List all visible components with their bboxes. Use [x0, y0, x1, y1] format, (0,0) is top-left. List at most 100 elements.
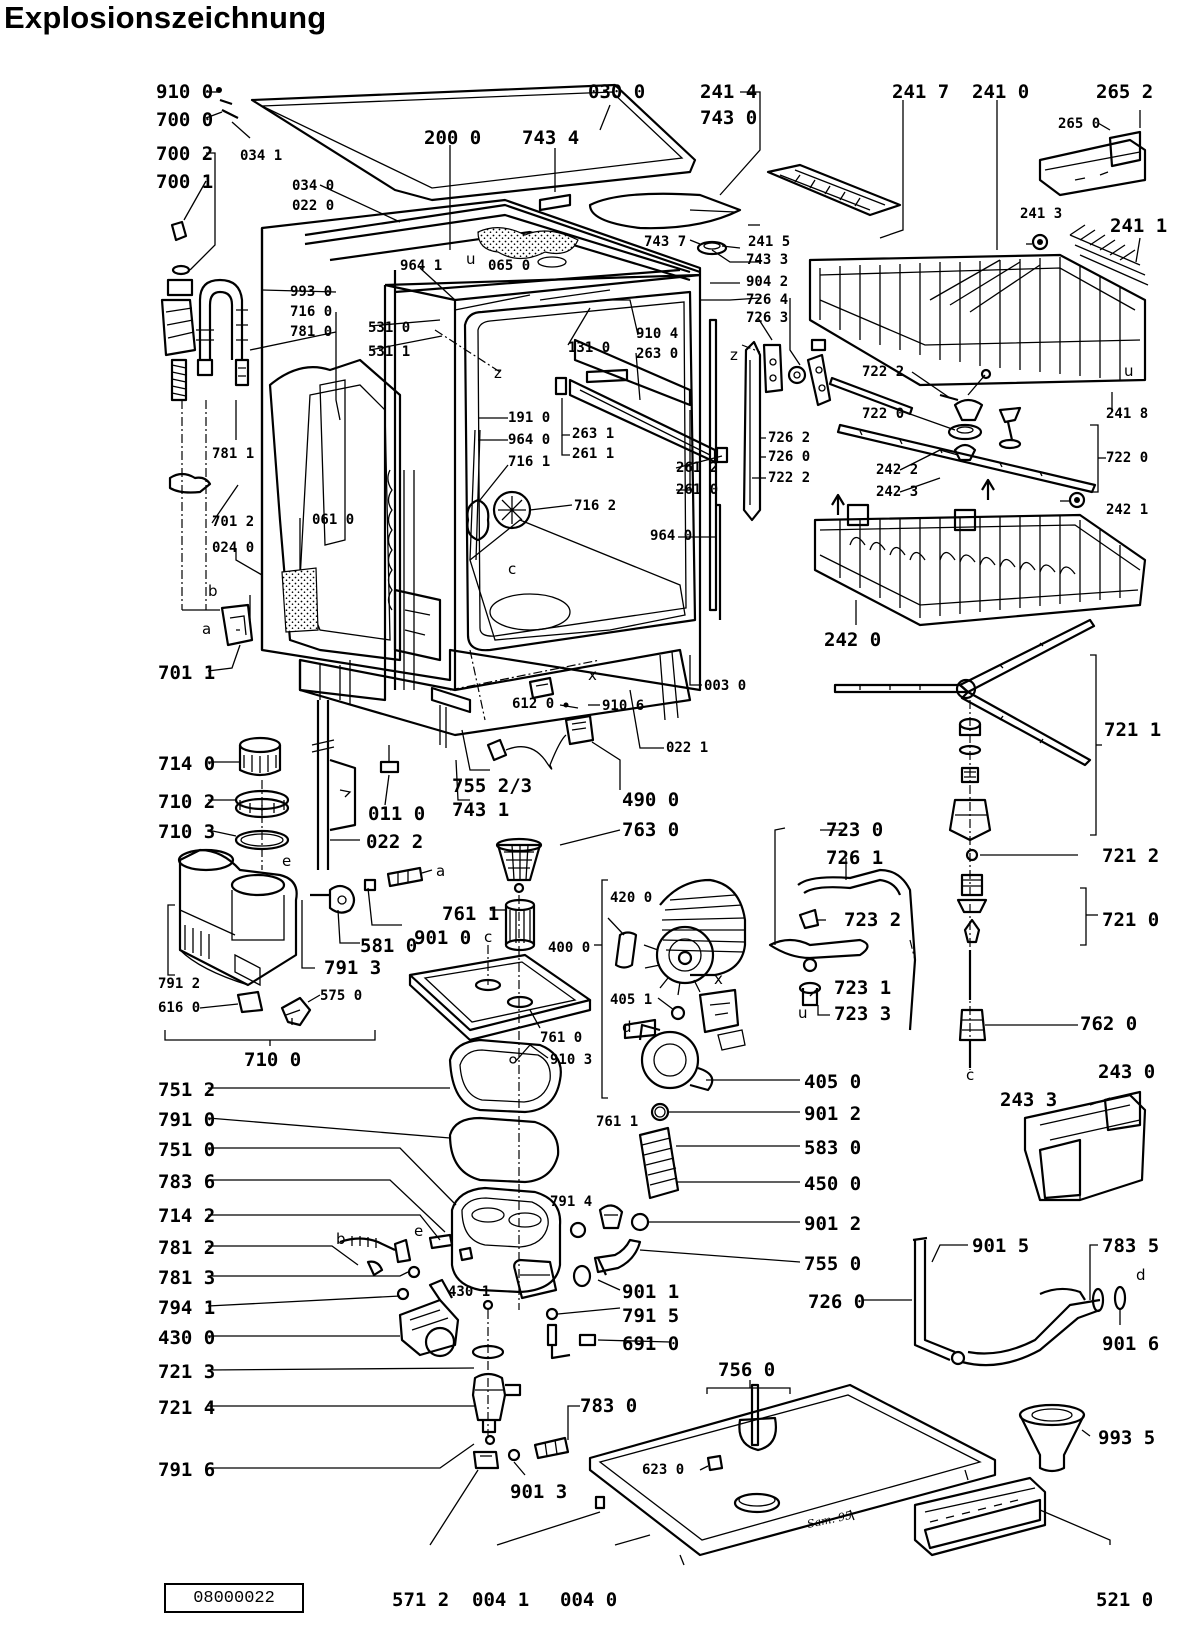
draftsman-signature: Sam. 95: [806, 1509, 853, 1531]
part-label: 910 4: [636, 326, 678, 342]
part-label: 726 3: [746, 310, 788, 326]
part-label: 243 0: [1098, 1061, 1155, 1083]
part-label: 241 8: [1106, 406, 1148, 422]
part-label: 761 1: [596, 1114, 638, 1130]
part-label: 783 5: [1102, 1235, 1159, 1257]
part-label: 242 3: [876, 484, 918, 500]
baskets-and-spray-arms: [538, 130, 1149, 1070]
part-label: 004 0: [560, 1589, 617, 1611]
part-label: 901 0: [414, 927, 471, 949]
top-left-parts: [160, 87, 254, 647]
part-label: 200 0: [424, 127, 481, 149]
part-label: 783 0: [580, 1395, 637, 1417]
part-label: 583 0: [804, 1137, 861, 1159]
part-label: 756 0: [718, 1359, 775, 1381]
ref-letter: c: [508, 560, 516, 578]
part-labels: 910 0 700 0 700 2 700 1 034 1 030 0 200 …: [156, 81, 1167, 1611]
part-label: 781 1: [212, 446, 254, 462]
ref-letter: x: [714, 970, 723, 988]
part-label: 901 2: [804, 1103, 861, 1125]
part-label: 521 0: [1096, 1589, 1153, 1611]
part-label: 265 2: [1096, 81, 1153, 103]
part-label: 261 1: [572, 446, 614, 462]
part-label: 762 0: [1080, 1013, 1137, 1035]
part-label: 623 0: [642, 1462, 684, 1478]
ref-letter: a: [436, 862, 445, 880]
part-label: 571 2: [392, 1589, 449, 1611]
part-label: 034 0: [292, 178, 334, 194]
part-label: 065 0: [488, 258, 530, 274]
ref-letter: u: [1124, 362, 1134, 380]
document-number: 08000022: [164, 1583, 304, 1613]
part-label: 751 2: [158, 1079, 215, 1101]
part-label: 964 1: [400, 258, 442, 274]
part-label: 241 0: [972, 81, 1029, 103]
ref-letter: c: [966, 1066, 974, 1084]
part-label: 191 0: [508, 410, 550, 426]
part-label: 241 4: [700, 81, 757, 103]
part-label: 024 0: [212, 540, 254, 556]
part-label: 901 5: [972, 1235, 1029, 1257]
part-label: 691 0: [622, 1333, 679, 1355]
part-label: 575 0: [320, 988, 362, 1004]
part-label: 723 0: [826, 819, 883, 841]
part-label: 714 2: [158, 1205, 215, 1227]
part-label: 781 3: [158, 1267, 215, 1289]
ref-letter: z: [494, 364, 502, 382]
part-label: 721 4: [158, 1397, 215, 1419]
ref-letter: e: [414, 1222, 423, 1240]
leader-lines: [183, 91, 1141, 1546]
part-label: 531 0: [368, 320, 410, 336]
part-label: 241 7: [892, 81, 949, 103]
part-label: 263 0: [636, 346, 678, 362]
part-label: 061 0: [312, 512, 354, 528]
middle-spray-arm: [768, 827, 1147, 1473]
part-label: 901 6: [1102, 1333, 1159, 1355]
part-label: 022 0: [292, 198, 334, 214]
ref-letter: b: [208, 582, 218, 600]
part-label: 616 0: [158, 1000, 200, 1016]
part-label: 755 0: [804, 1253, 861, 1275]
part-label: 261 2: [676, 460, 718, 476]
part-label: 716 1: [508, 454, 550, 470]
part-label: 612 0: [512, 696, 554, 712]
part-label: 791 4: [550, 1194, 592, 1210]
part-label: 993 5: [1098, 1427, 1155, 1449]
part-label: 242 0: [824, 629, 881, 651]
part-label: 726 2: [768, 430, 810, 446]
part-label: 405 1: [610, 992, 652, 1008]
ref-letter: c: [484, 928, 492, 946]
part-label: 034 1: [240, 148, 282, 164]
part-label: 710 2: [158, 791, 215, 813]
part-label: 261 0: [676, 482, 718, 498]
ref-letter: b: [336, 1230, 346, 1248]
part-label: 723 1: [834, 977, 891, 999]
part-label: 763 0: [622, 819, 679, 841]
part-label: 791 5: [622, 1305, 679, 1327]
part-label: 714 0: [158, 753, 215, 775]
part-label: 242 2: [876, 462, 918, 478]
part-label: 964 0: [508, 432, 550, 448]
part-label: 783 6: [158, 1171, 215, 1193]
part-label: 430 1: [448, 1284, 490, 1300]
part-label: 781 0: [290, 324, 332, 340]
part-label: 700 1: [156, 171, 213, 193]
part-label: 723 3: [834, 1003, 891, 1025]
part-label: 030 0: [588, 81, 645, 103]
part-label: 993 0: [290, 284, 332, 300]
part-label: 722 2: [862, 364, 904, 380]
part-label: 490 0: [622, 789, 679, 811]
part-label: 003 0: [704, 678, 746, 694]
part-label: 743 7: [644, 234, 686, 250]
pump-assembly: [339, 837, 747, 1470]
part-label: 701 2: [212, 514, 254, 530]
part-label: 022 2: [366, 831, 423, 853]
part-label: 726 0: [768, 449, 810, 465]
part-label: 700 2: [156, 143, 213, 165]
part-label: 726 0: [808, 1291, 865, 1313]
part-label: 531 1: [368, 344, 410, 360]
part-label: 716 0: [290, 304, 332, 320]
part-label: 430 0: [158, 1327, 215, 1349]
part-label: 450 0: [804, 1173, 861, 1195]
part-label: 011 0: [368, 803, 425, 825]
